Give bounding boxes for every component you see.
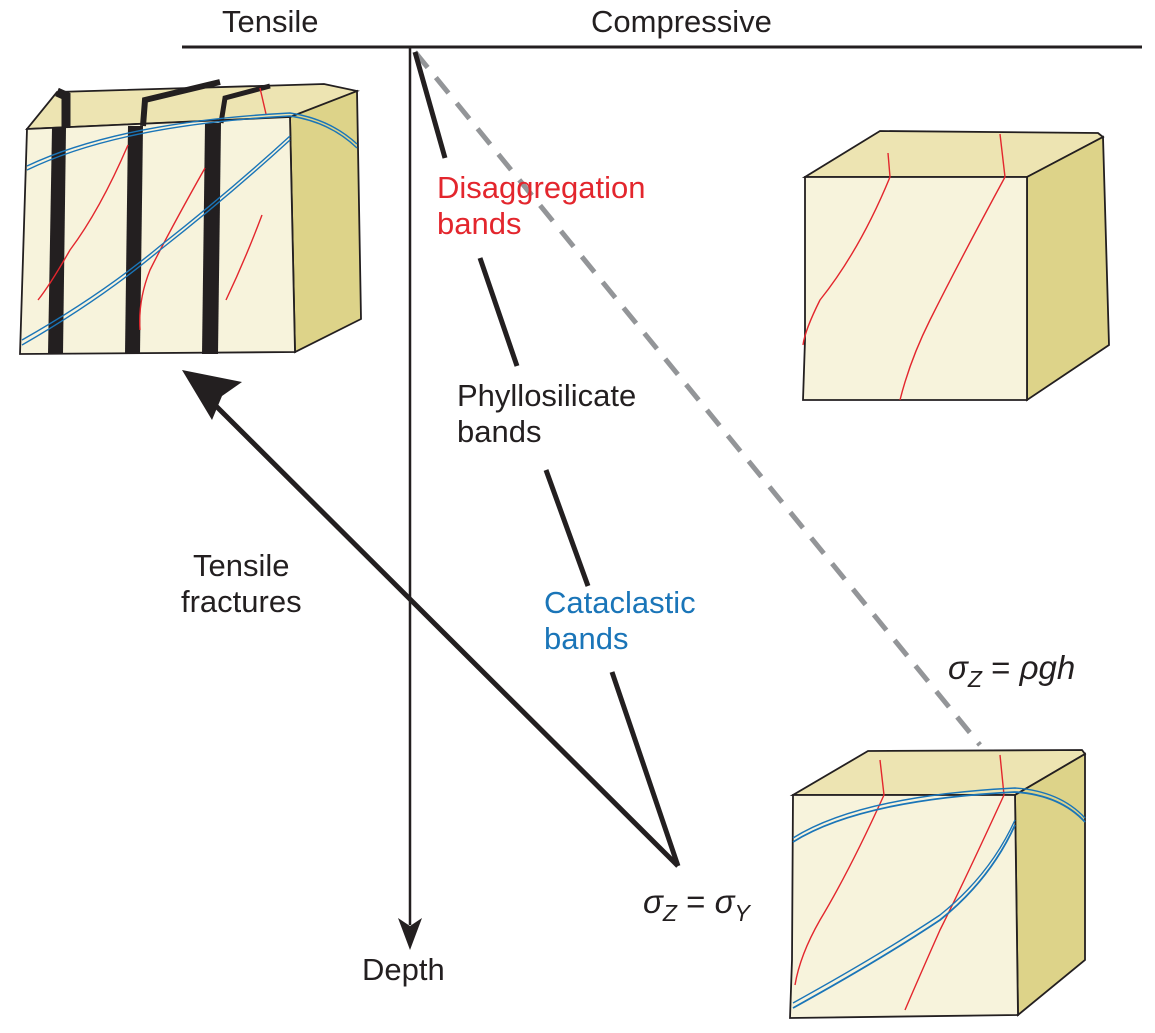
- band-envelope-segment-2: [477, 257, 520, 367]
- lithostatic-dashed-line: [413, 50, 982, 747]
- lithostatic-equals: =: [981, 649, 1020, 686]
- depth-arrowhead: [398, 918, 422, 950]
- cataclastic-band-block: [789, 749, 1087, 1019]
- cataclastic-line-1: Cataclastic: [544, 585, 696, 620]
- compressive-header-label: Compressive: [591, 4, 772, 39]
- open-fracture-1: [48, 128, 66, 354]
- disaggregation-line-1: Disaggregation: [437, 170, 646, 205]
- yield-lhs: σ: [643, 883, 663, 920]
- cataclastic-line-2: bands: [544, 621, 629, 656]
- lithostatic-lhs-sub: Z: [967, 666, 982, 692]
- band-envelope-segment-1: [412, 51, 448, 159]
- yield-rhs: σ: [714, 883, 735, 920]
- cataclastic-bands-label: Cataclastic bands: [544, 585, 696, 657]
- tensile-header-label: Tensile: [222, 4, 319, 39]
- phyllosilicate-line-1: Phyllosilicate: [457, 378, 637, 413]
- tensile-fractures-line-1: Tensile: [193, 548, 290, 583]
- disaggregation-line-2: bands: [437, 206, 522, 241]
- yield-equation: σZ = σY: [643, 883, 750, 925]
- tensile-fractures-line-2: fractures: [181, 584, 302, 619]
- phyllosilicate-bands-label: Phyllosilicate bands: [457, 378, 636, 450]
- yield-equals: =: [676, 883, 715, 920]
- disaggregation-band-block: [801, 130, 1110, 402]
- tensile-fracture-arrowhead: [182, 370, 242, 420]
- lithostatic-rhs: ρgh: [1019, 649, 1076, 686]
- tensile-fracture-block: [19, 79, 362, 355]
- lithostatic-equation: σZ = ρgh: [948, 649, 1076, 691]
- open-fracture-3: [202, 123, 221, 354]
- tensile-fractures-label: Tensile fractures: [181, 548, 302, 620]
- band-envelope-segment-4: [609, 671, 681, 867]
- yield-rhs-sub: Y: [734, 900, 750, 926]
- open-fracture-2: [125, 126, 143, 354]
- phyllosilicate-line-2: bands: [457, 414, 542, 449]
- depth-axis-label: Depth: [362, 952, 445, 987]
- yield-lhs-sub: Z: [662, 900, 677, 926]
- tensile-fracture-line: [213, 403, 680, 868]
- disaggregation-bands-label: Disaggregation bands: [437, 170, 646, 242]
- lithostatic-lhs: σ: [948, 649, 968, 686]
- band-envelope-segment-3: [543, 469, 591, 587]
